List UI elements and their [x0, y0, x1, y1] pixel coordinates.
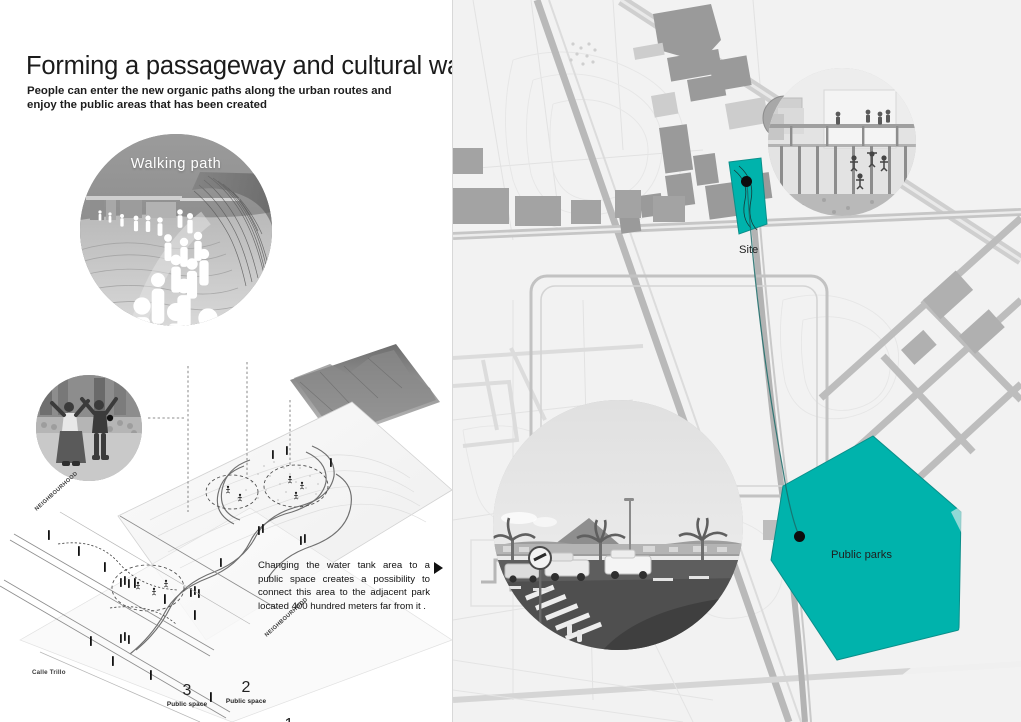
site-context-map: Site Public parks [453, 0, 1021, 722]
site-location-dot [741, 176, 752, 187]
axo-marker-number-3: 3 [182, 682, 192, 699]
page-subtitle: People can enter the new organic paths a… [27, 85, 392, 112]
map-label-site: Site [739, 244, 759, 256]
axonometric-site-diagram: 3 Public space 2 Public space 1 Public s… [0, 340, 452, 722]
axo-marker-label-3: Public space [166, 701, 208, 708]
left-content-panel: Forming a passageway and cultural walk P… [0, 0, 452, 722]
axo-marker-number-2: 2 [241, 679, 251, 696]
street-label-calle-trillo: Calle Trillo [32, 669, 66, 676]
walking-path-render: Walking path [80, 134, 272, 326]
caption-arrow-icon [434, 562, 443, 574]
street-context-photo [493, 400, 743, 650]
walkway-render-inset [768, 68, 916, 216]
cultural-dance-photo [36, 375, 142, 481]
park-location-dot [794, 531, 805, 542]
page-title: Forming a passageway and cultural walk [26, 52, 452, 80]
axonometric-caption: Changing the water tank area to a public… [258, 560, 430, 612]
map-label-public-parks: Public parks [831, 549, 892, 561]
panel-divider [452, 0, 453, 722]
axo-marker-number-1: 1 [272, 716, 306, 722]
axo-marker-label-2: Public space [225, 698, 267, 705]
